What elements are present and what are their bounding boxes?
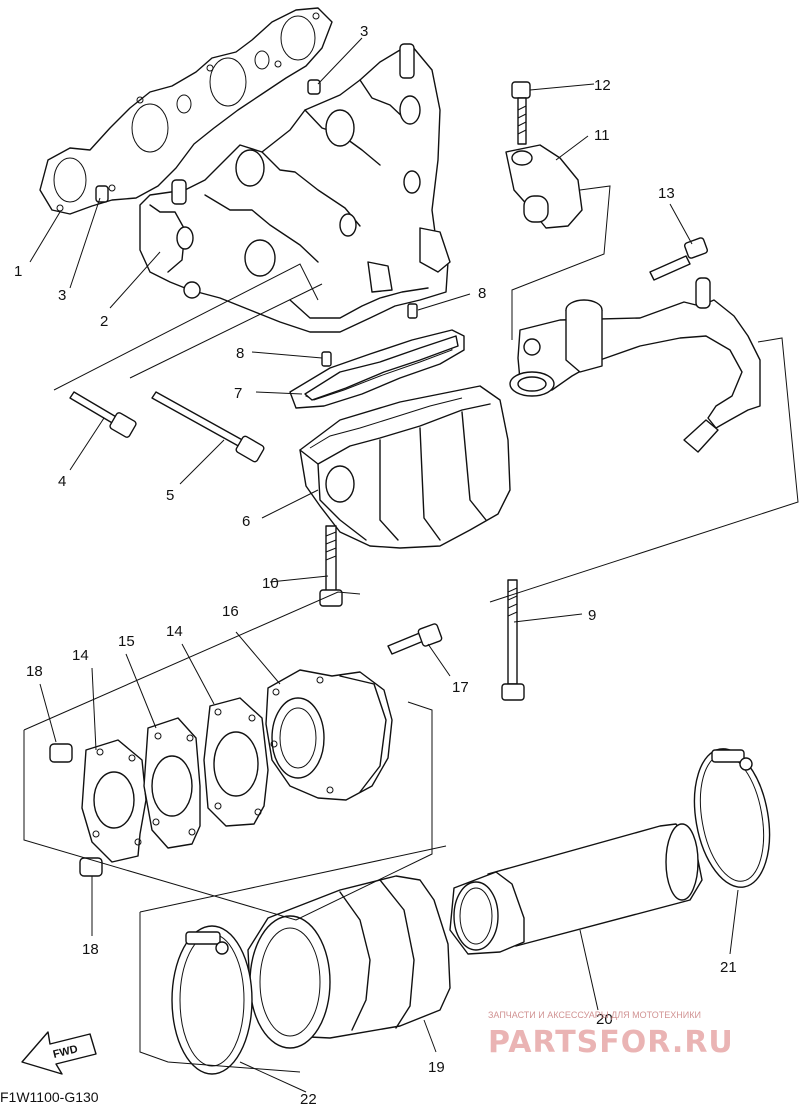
callout-8-right: 8 <box>478 285 486 302</box>
bolt-12 <box>511 81 531 145</box>
plate-14-right <box>203 697 269 827</box>
pipe-20 <box>449 823 703 955</box>
callout-18-bottom: 18 <box>82 941 99 958</box>
callout-3-top: 3 <box>360 23 368 40</box>
callout-14-left: 14 <box>72 647 89 664</box>
callout-20: 20 <box>596 1011 613 1028</box>
manifold-gasket <box>39 7 333 215</box>
callouts: 1 2 3 3 4 5 6 7 8 8 9 10 11 12 13 14 14 … <box>14 23 737 1104</box>
gasket-7 <box>289 329 465 409</box>
clamp-22 <box>171 925 253 1075</box>
bolt-17 <box>387 623 443 655</box>
flange-16 <box>265 669 393 801</box>
sleeve-18 <box>49 743 103 877</box>
bolt-5 <box>151 391 265 463</box>
plate-14-left <box>81 739 147 863</box>
exhaust-manifold <box>139 43 451 333</box>
callout-5: 5 <box>166 487 174 504</box>
bolt-9 <box>501 579 525 701</box>
callout-2: 2 <box>100 313 108 330</box>
callout-6: 6 <box>242 513 250 530</box>
exhaust-body <box>299 371 555 549</box>
callout-19: 19 <box>428 1059 445 1076</box>
watermark-brand: PARTSFOR.RU <box>488 1025 734 1060</box>
callout-22: 22 <box>300 1091 317 1104</box>
callout-12: 12 <box>594 77 611 94</box>
callout-13: 13 <box>658 185 675 202</box>
watermark-tagline: ЗАПЧАСТИ И АКСЕССУАРЫ ДЛЯ МОТОТЕХНИКИ <box>488 1010 701 1020</box>
diagram-code: F1W1100-G130 <box>0 1089 99 1104</box>
callout-14-right: 14 <box>166 623 183 640</box>
fwd-label: FWD <box>52 1043 79 1061</box>
leader-lines <box>29 37 739 1093</box>
dowel-pin <box>95 79 321 203</box>
callout-8-left: 8 <box>236 345 244 362</box>
locating-pin <box>321 303 418 367</box>
callout-15: 15 <box>118 633 135 650</box>
plate-15 <box>143 717 201 849</box>
callout-10: 10 <box>262 575 279 592</box>
bolt-10 <box>319 525 343 607</box>
fwd-arrow-icon: FWD <box>21 1031 97 1075</box>
water-pipe <box>517 277 761 453</box>
bracket-11 <box>505 144 583 229</box>
callout-1: 1 <box>14 263 22 280</box>
callout-17: 17 <box>452 679 469 696</box>
assembly-outline <box>23 185 799 1073</box>
clamp-21 <box>693 748 771 888</box>
callout-4: 4 <box>58 473 66 490</box>
callout-21: 21 <box>720 959 737 976</box>
callout-16: 16 <box>222 603 239 620</box>
bolt-13 <box>649 237 708 281</box>
callout-7: 7 <box>234 385 242 402</box>
callout-9: 9 <box>588 607 596 624</box>
bolt-4 <box>69 391 137 438</box>
callout-11: 11 <box>594 127 610 144</box>
callout-3: 3 <box>58 287 66 304</box>
watermark: ЗАПЧАСТИ И АКСЕССУАРЫ ДЛЯ МОТОТЕХНИКИ PA… <box>488 1010 734 1060</box>
callout-18-top: 18 <box>26 663 43 680</box>
hose-19 <box>247 875 451 1049</box>
